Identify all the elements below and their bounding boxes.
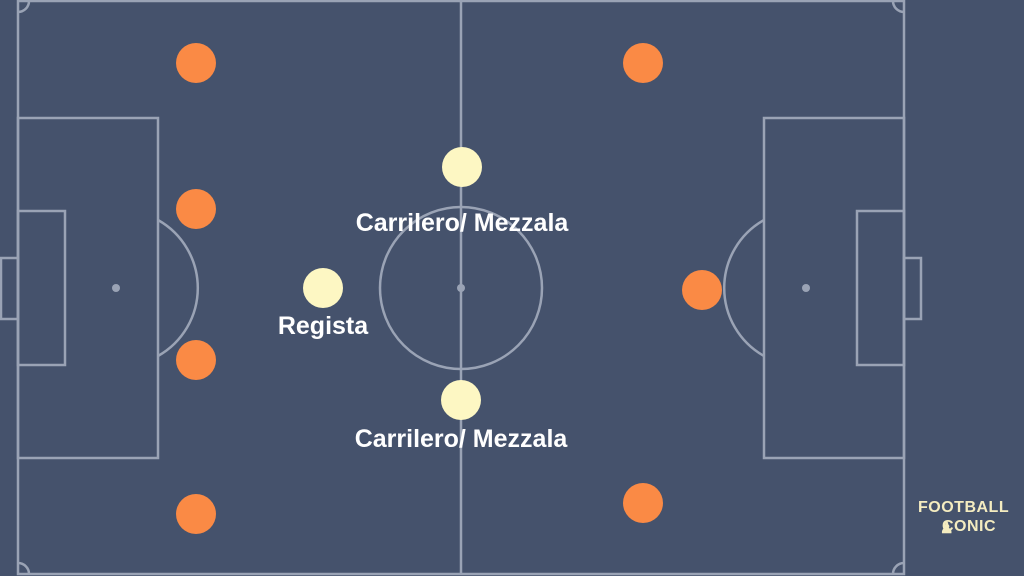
role-label-regista: Regista — [277, 312, 369, 340]
player-marker-team-a — [682, 270, 722, 310]
player-marker-team-a — [176, 494, 216, 534]
player-marker-carrilero-bottom — [441, 380, 481, 420]
corner-arc-top-left — [17, 0, 31, 14]
footballer-silhouette-icon: ♟ — [940, 520, 954, 537]
player-marker-team-a — [623, 483, 663, 523]
role-label-carrilero-top: Carrilero/ Mezzala — [355, 209, 569, 237]
player-marker-team-a — [176, 43, 216, 83]
left-penalty-arc — [157, 218, 199, 358]
role-label-carrilero-bottom: Carrilero/ Mezzala — [354, 425, 568, 453]
centre-circle — [378, 205, 544, 371]
logo-line-2: CONIC — [942, 518, 997, 535]
corner-arc-bottom-right — [891, 561, 905, 575]
corner-arc-top-right — [891, 0, 905, 14]
left-goal — [0, 256, 20, 321]
player-marker-regista — [303, 268, 343, 308]
right-penalty-arc — [723, 218, 765, 358]
player-marker-team-a — [176, 340, 216, 380]
right-goal — [902, 256, 923, 321]
player-marker-team-a — [176, 189, 216, 229]
player-marker-team-a — [623, 43, 663, 83]
logo-line-1: FOOTBALL — [918, 499, 1010, 516]
right-penalty-spot — [802, 284, 810, 292]
player-marker-carrilero-top — [442, 147, 482, 187]
footballiconic-logo: FOOTBALL ♟ CONIC — [918, 498, 1010, 537]
corner-arc-bottom-left — [17, 561, 31, 575]
centre-spot — [457, 284, 465, 292]
left-penalty-spot — [112, 284, 120, 292]
